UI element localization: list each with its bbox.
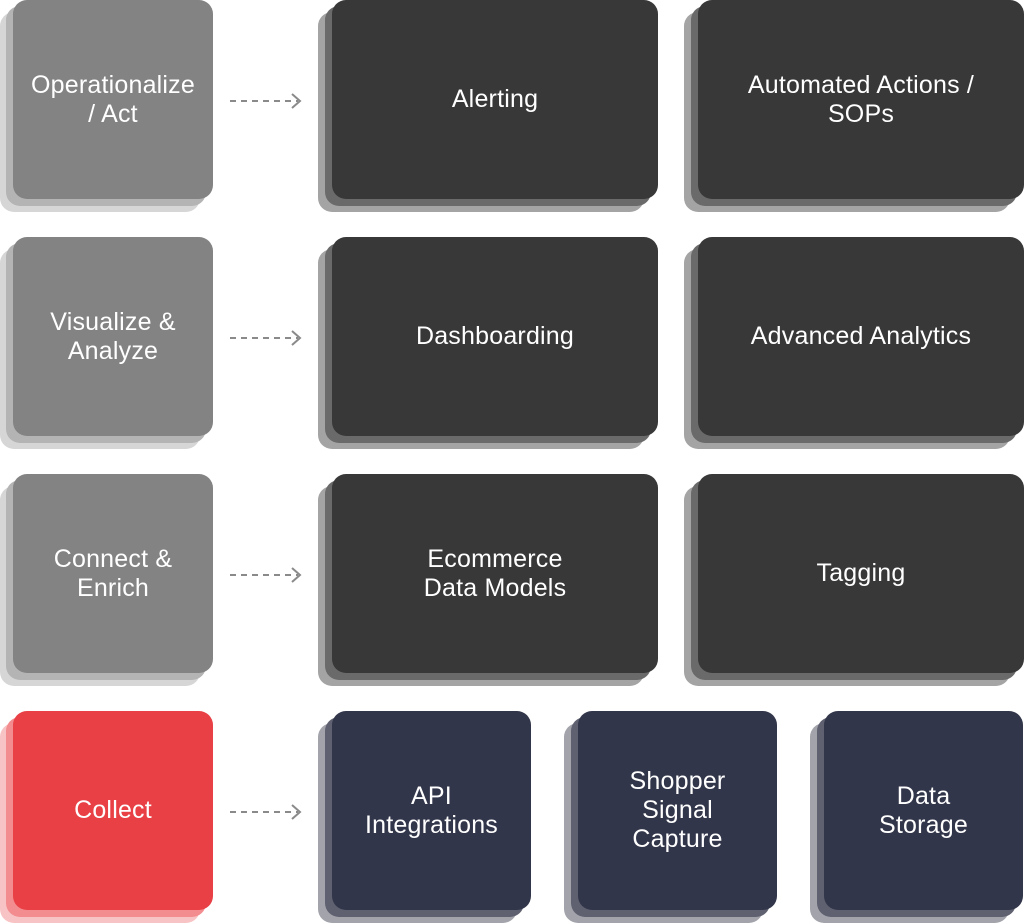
capability-shopper-signal-capture: Shopper Signal Capture bbox=[578, 711, 777, 910]
stage-connect-enrich: Connect & Enrich bbox=[13, 474, 213, 673]
capability-label: Data Storage bbox=[879, 781, 968, 839]
capability-label: Tagging bbox=[816, 559, 906, 587]
capability-label: Shopper Signal Capture bbox=[629, 767, 726, 853]
capability-automated-actions: Automated Actions / SOPs bbox=[698, 0, 1024, 199]
stage-label: Collect bbox=[74, 796, 152, 824]
stage-visualize-analyze: Visualize & Analyze bbox=[13, 237, 213, 436]
stage-label: Operationalize / Act bbox=[30, 70, 195, 128]
capability-label: Dashboarding bbox=[415, 322, 575, 350]
dashed-arrow-icon bbox=[230, 804, 302, 820]
capability-ecommerce-data-models: Ecommerce Data Models bbox=[332, 474, 658, 673]
capability-label: API Integrations bbox=[364, 781, 499, 839]
dashed-arrow-icon bbox=[230, 93, 302, 109]
capability-tagging: Tagging bbox=[698, 474, 1024, 673]
capability-dashboarding: Dashboarding bbox=[332, 237, 658, 436]
capability-data-storage: Data Storage bbox=[824, 711, 1023, 910]
stage-label: Connect & Enrich bbox=[53, 544, 173, 602]
dashed-arrow-icon bbox=[230, 330, 302, 346]
capability-label: Alerting bbox=[451, 85, 539, 113]
capability-advanced-analytics: Advanced Analytics bbox=[698, 237, 1024, 436]
capability-label: Automated Actions / SOPs bbox=[747, 70, 975, 128]
capability-alerting: Alerting bbox=[332, 0, 658, 199]
dashed-arrow-icon bbox=[230, 567, 302, 583]
stage-label: Visualize & Analyze bbox=[50, 307, 176, 365]
capability-label: Ecommerce Data Models bbox=[423, 544, 567, 602]
stage-collect: Collect bbox=[13, 711, 213, 910]
capability-api-integrations: API Integrations bbox=[332, 711, 531, 910]
stage-operationalize-act: Operationalize / Act bbox=[13, 0, 213, 199]
capability-label: Advanced Analytics bbox=[750, 322, 972, 350]
